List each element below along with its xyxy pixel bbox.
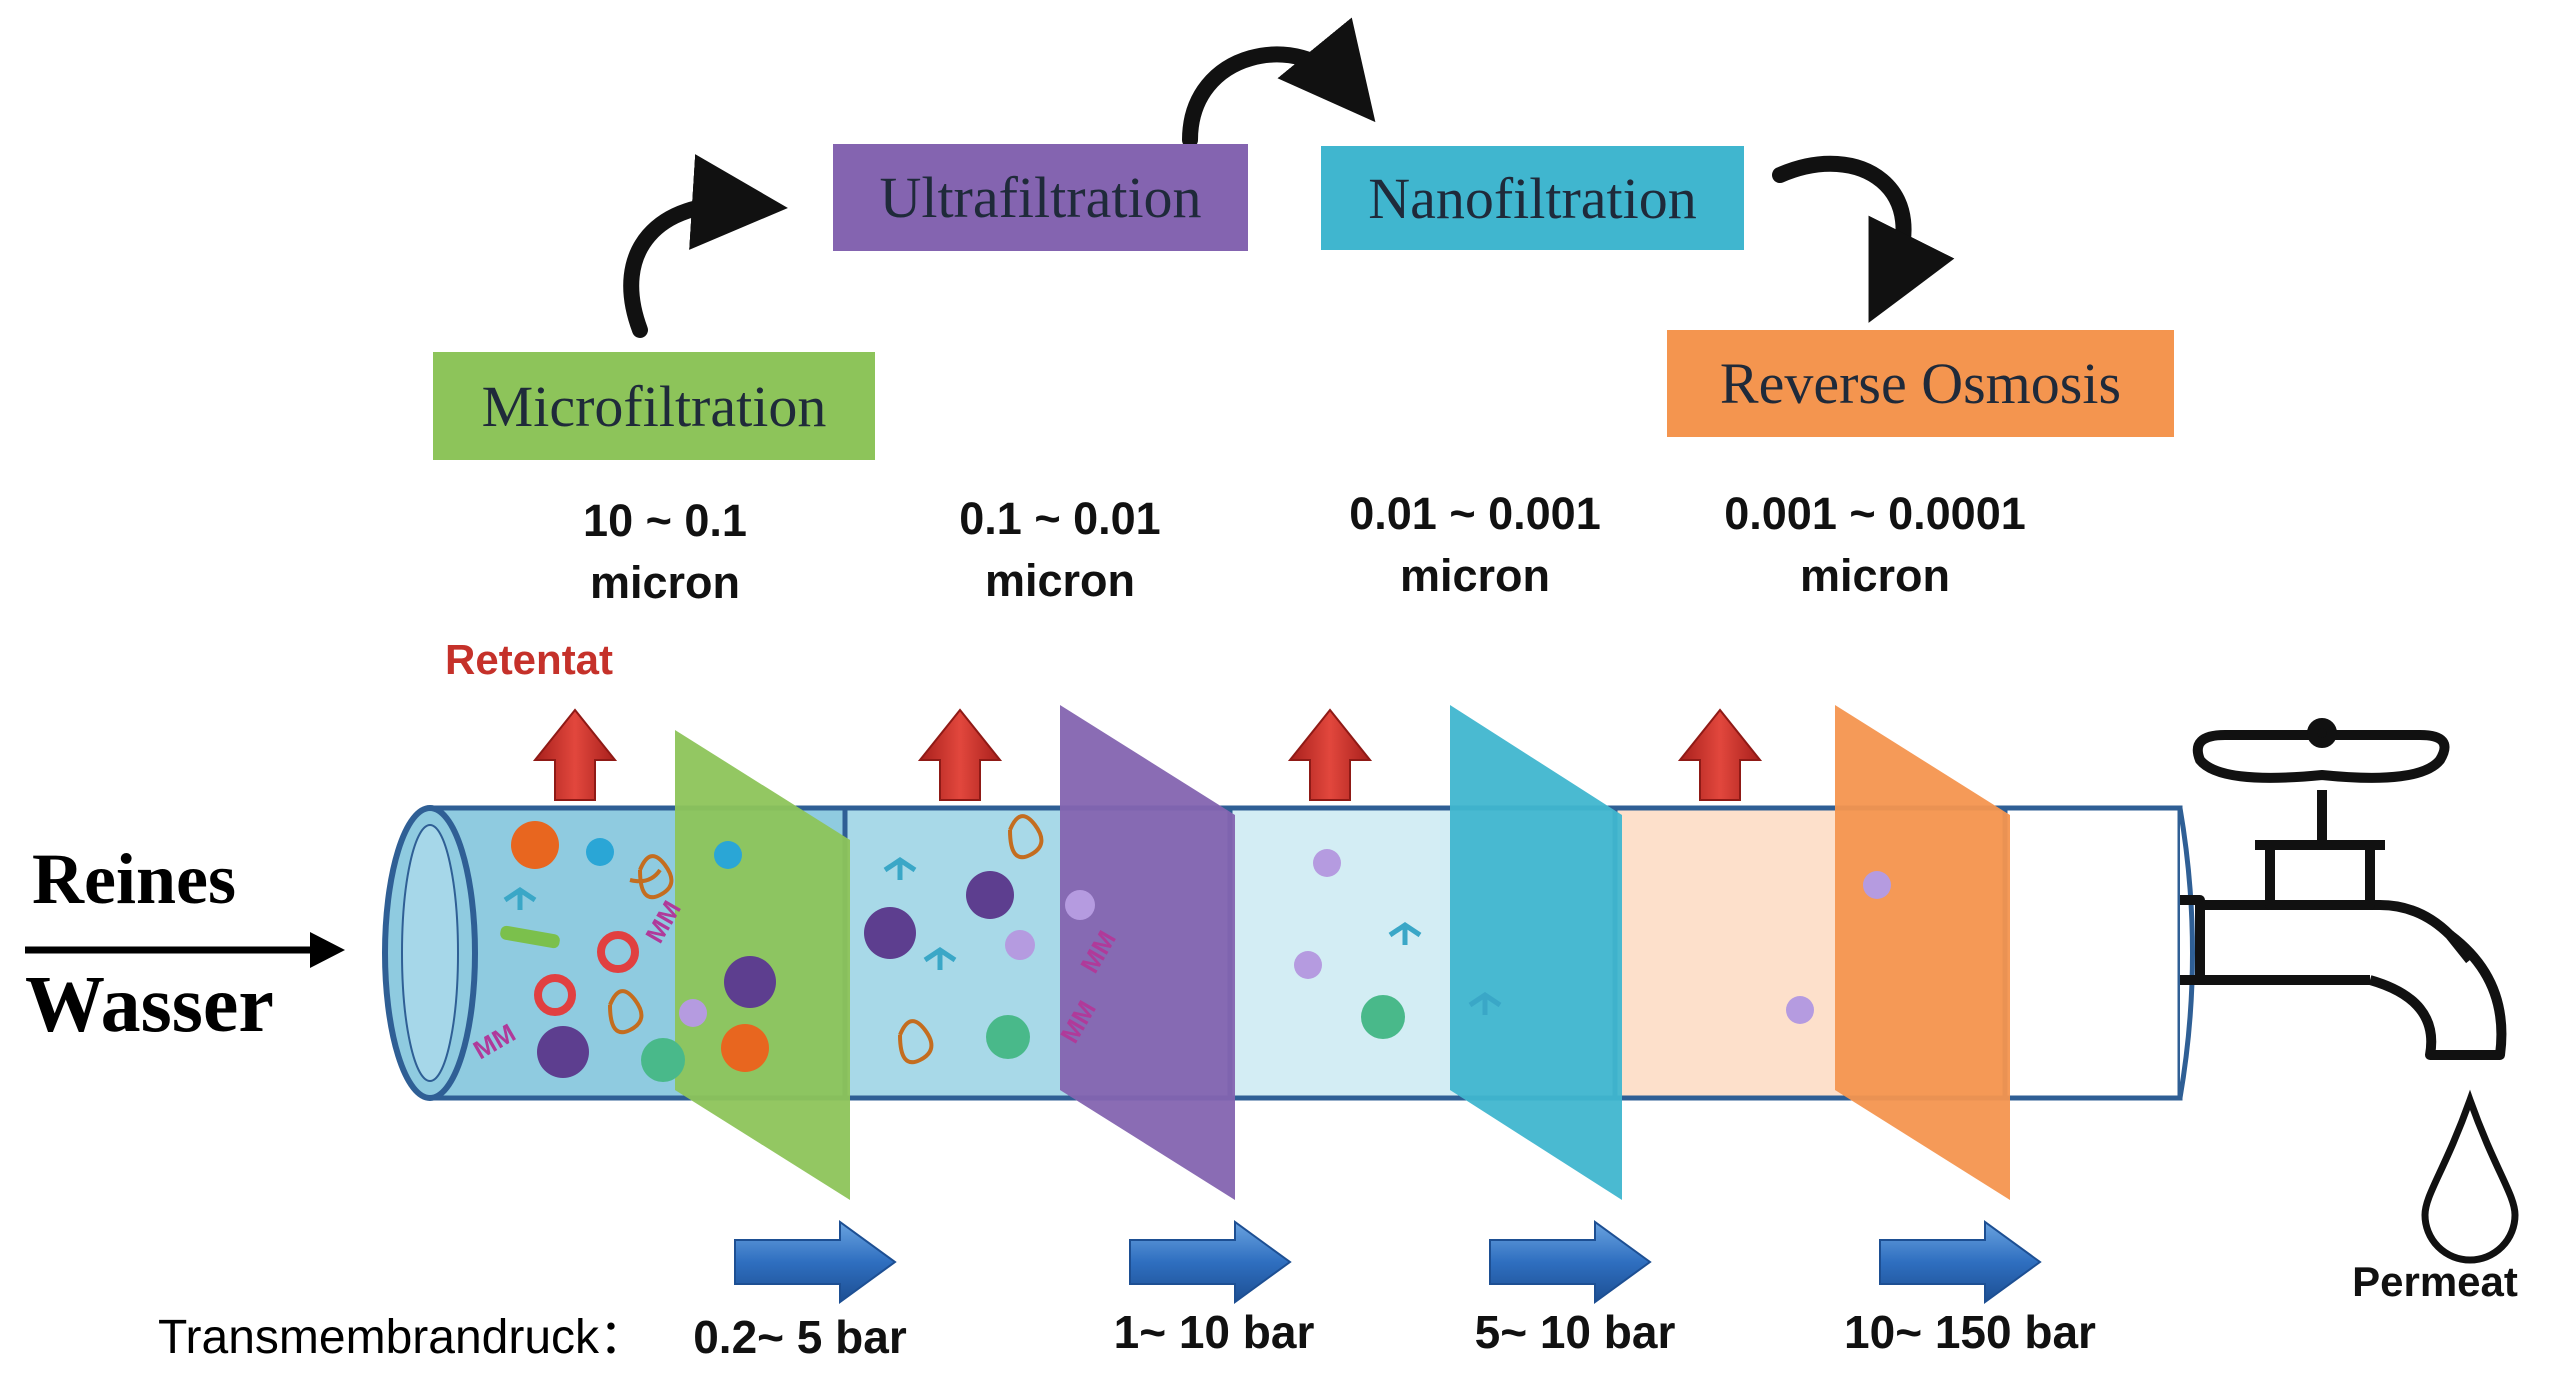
curved-arrow-icon (623, 17, 1955, 338)
pressure-reverse-osmosis: 10~ 150 bar (1844, 1306, 2096, 1358)
feed-label-line2: Wasser (25, 961, 274, 1049)
membrane-nanofiltration (1450, 705, 1622, 1200)
pressure-nanofiltration: 5~ 10 bar (1474, 1306, 1676, 1358)
membrane-reverse-osmosis (1835, 705, 2010, 1200)
permeate-label: Permeat (2352, 1258, 2518, 1305)
stage-label-ultrafiltration: Ultrafiltration (833, 144, 1248, 251)
water-drop-icon (2421, 1089, 2519, 1264)
stage-label-nanofiltration: Nanofiltration (1321, 146, 1744, 250)
water-tap-icon (2180, 718, 2507, 1060)
membrane-ultrafiltration (1060, 705, 1235, 1200)
retentate-arrow-icon (532, 708, 1763, 801)
feed-label-line1: Reines (32, 839, 236, 919)
feed-arrow-icon (25, 932, 345, 968)
retentate-label: Retentat (445, 636, 614, 683)
stage-label-reverse-osmosis: Reverse Osmosis (1667, 330, 2174, 437)
pressure-microfiltration: 0.2~ 5 bar (693, 1311, 907, 1363)
transmembrane-label: Transmembrandruck： (158, 1311, 648, 1364)
stage-label-microfiltration: Microfiltration (433, 352, 875, 460)
pressure-ultrafiltration: 1~ 10 bar (1113, 1306, 1315, 1358)
pipe-segment-5 (2002, 805, 2183, 1101)
pressure-arrow-icon (734, 1220, 2042, 1304)
